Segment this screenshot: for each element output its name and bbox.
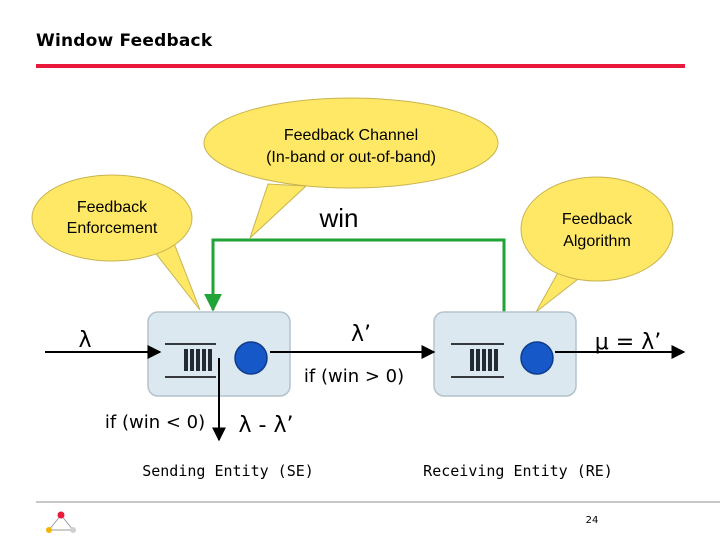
lambda-input-label: λ [78,328,91,353]
sender-server-icon [234,341,268,375]
feedback-algorithm-callout: Feedback Algorithm [520,176,674,313]
algorithm-callout-line1: Feedback [562,211,633,228]
channel-callout-line2: (In-band or out-of-band) [266,149,436,166]
network-triangle-logo-icon [46,511,76,533]
sender-queue-icon [165,343,216,378]
slide-title: Window Feedback [36,31,213,51]
lambda-prime-label: λ’ [351,322,371,347]
title-underline [36,64,685,68]
enforcement-callout-line2: Enforcement [67,220,158,237]
receiver-queue-icon [451,343,504,378]
feedback-loop-line [204,238,506,314]
feedback-enforcement-callout: Feedback Enforcement [31,174,201,311]
win-label: win [318,203,358,233]
receiver-server-icon [520,341,554,375]
if-win-positive-label: if (win > 0) [304,366,404,387]
if-win-negative-label: if (win < 0) [105,412,205,433]
receiving-entity-box [433,311,577,397]
enforcement-callout-line1: Feedback [77,199,148,216]
algorithm-callout-line2: Algorithm [563,233,631,250]
mu-equals-label: μ = λ’ [595,330,661,355]
receiving-entity-label: Receiving Entity (RE) [423,462,613,480]
page-number: 24 [585,515,599,526]
channel-callout-line1: Feedback Channel [284,127,418,144]
sending-entity-label: Sending Entity (SE) [142,462,314,480]
feedback-channel-callout: Feedback Channel (In-band or out-of-band… [203,97,499,239]
footer-rule [36,501,720,503]
lambda-difference-label: λ - λ’ [239,413,294,438]
